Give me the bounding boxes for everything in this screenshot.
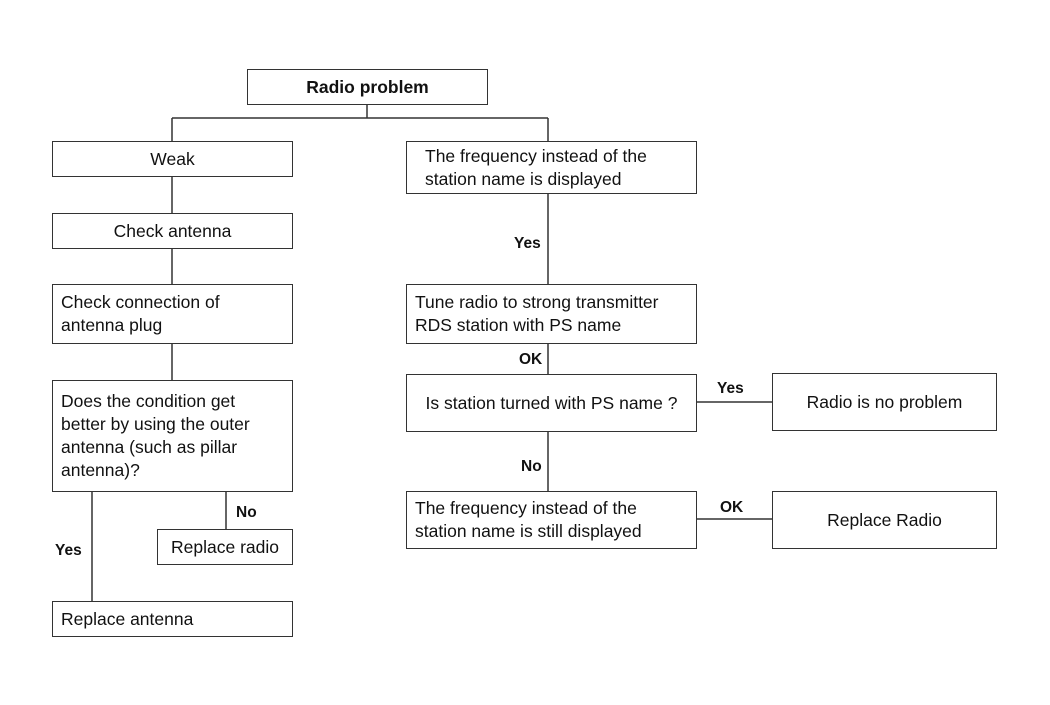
edge-label-yes-condition: Yes [55, 542, 82, 559]
node-radio-no-problem: Radio is no problem [772, 373, 997, 431]
edge-label-ok-tune: OK [519, 351, 543, 368]
node-tune-radio: Tune radio to strong transmitter RDS sta… [406, 284, 697, 344]
edge-label-no-station: No [521, 458, 542, 475]
edge-label-no-condition: No [236, 504, 257, 521]
node-frequency-displayed: The frequency instead of the station nam… [406, 141, 697, 194]
node-check-antenna: Check antenna [52, 213, 293, 249]
node-check-connection: Check connection of antenna plug [52, 284, 293, 344]
edge-label-ok-still: OK [720, 499, 744, 516]
node-replace-radio-right: Replace Radio [772, 491, 997, 549]
edge-label-yes-frequency: Yes [514, 235, 541, 252]
node-still-displayed: The frequency instead of the station nam… [406, 491, 697, 549]
node-replace-antenna: Replace antenna [52, 601, 293, 637]
node-weak: Weak [52, 141, 293, 177]
node-replace-radio-left: Replace radio [157, 529, 293, 565]
node-radio-problem: Radio problem [247, 69, 488, 105]
edge-label-yes-station: Yes [717, 380, 744, 397]
node-station-question: Is station turned with PS name ? [406, 374, 697, 432]
node-condition-question: Does the condition get better by using t… [52, 380, 293, 492]
